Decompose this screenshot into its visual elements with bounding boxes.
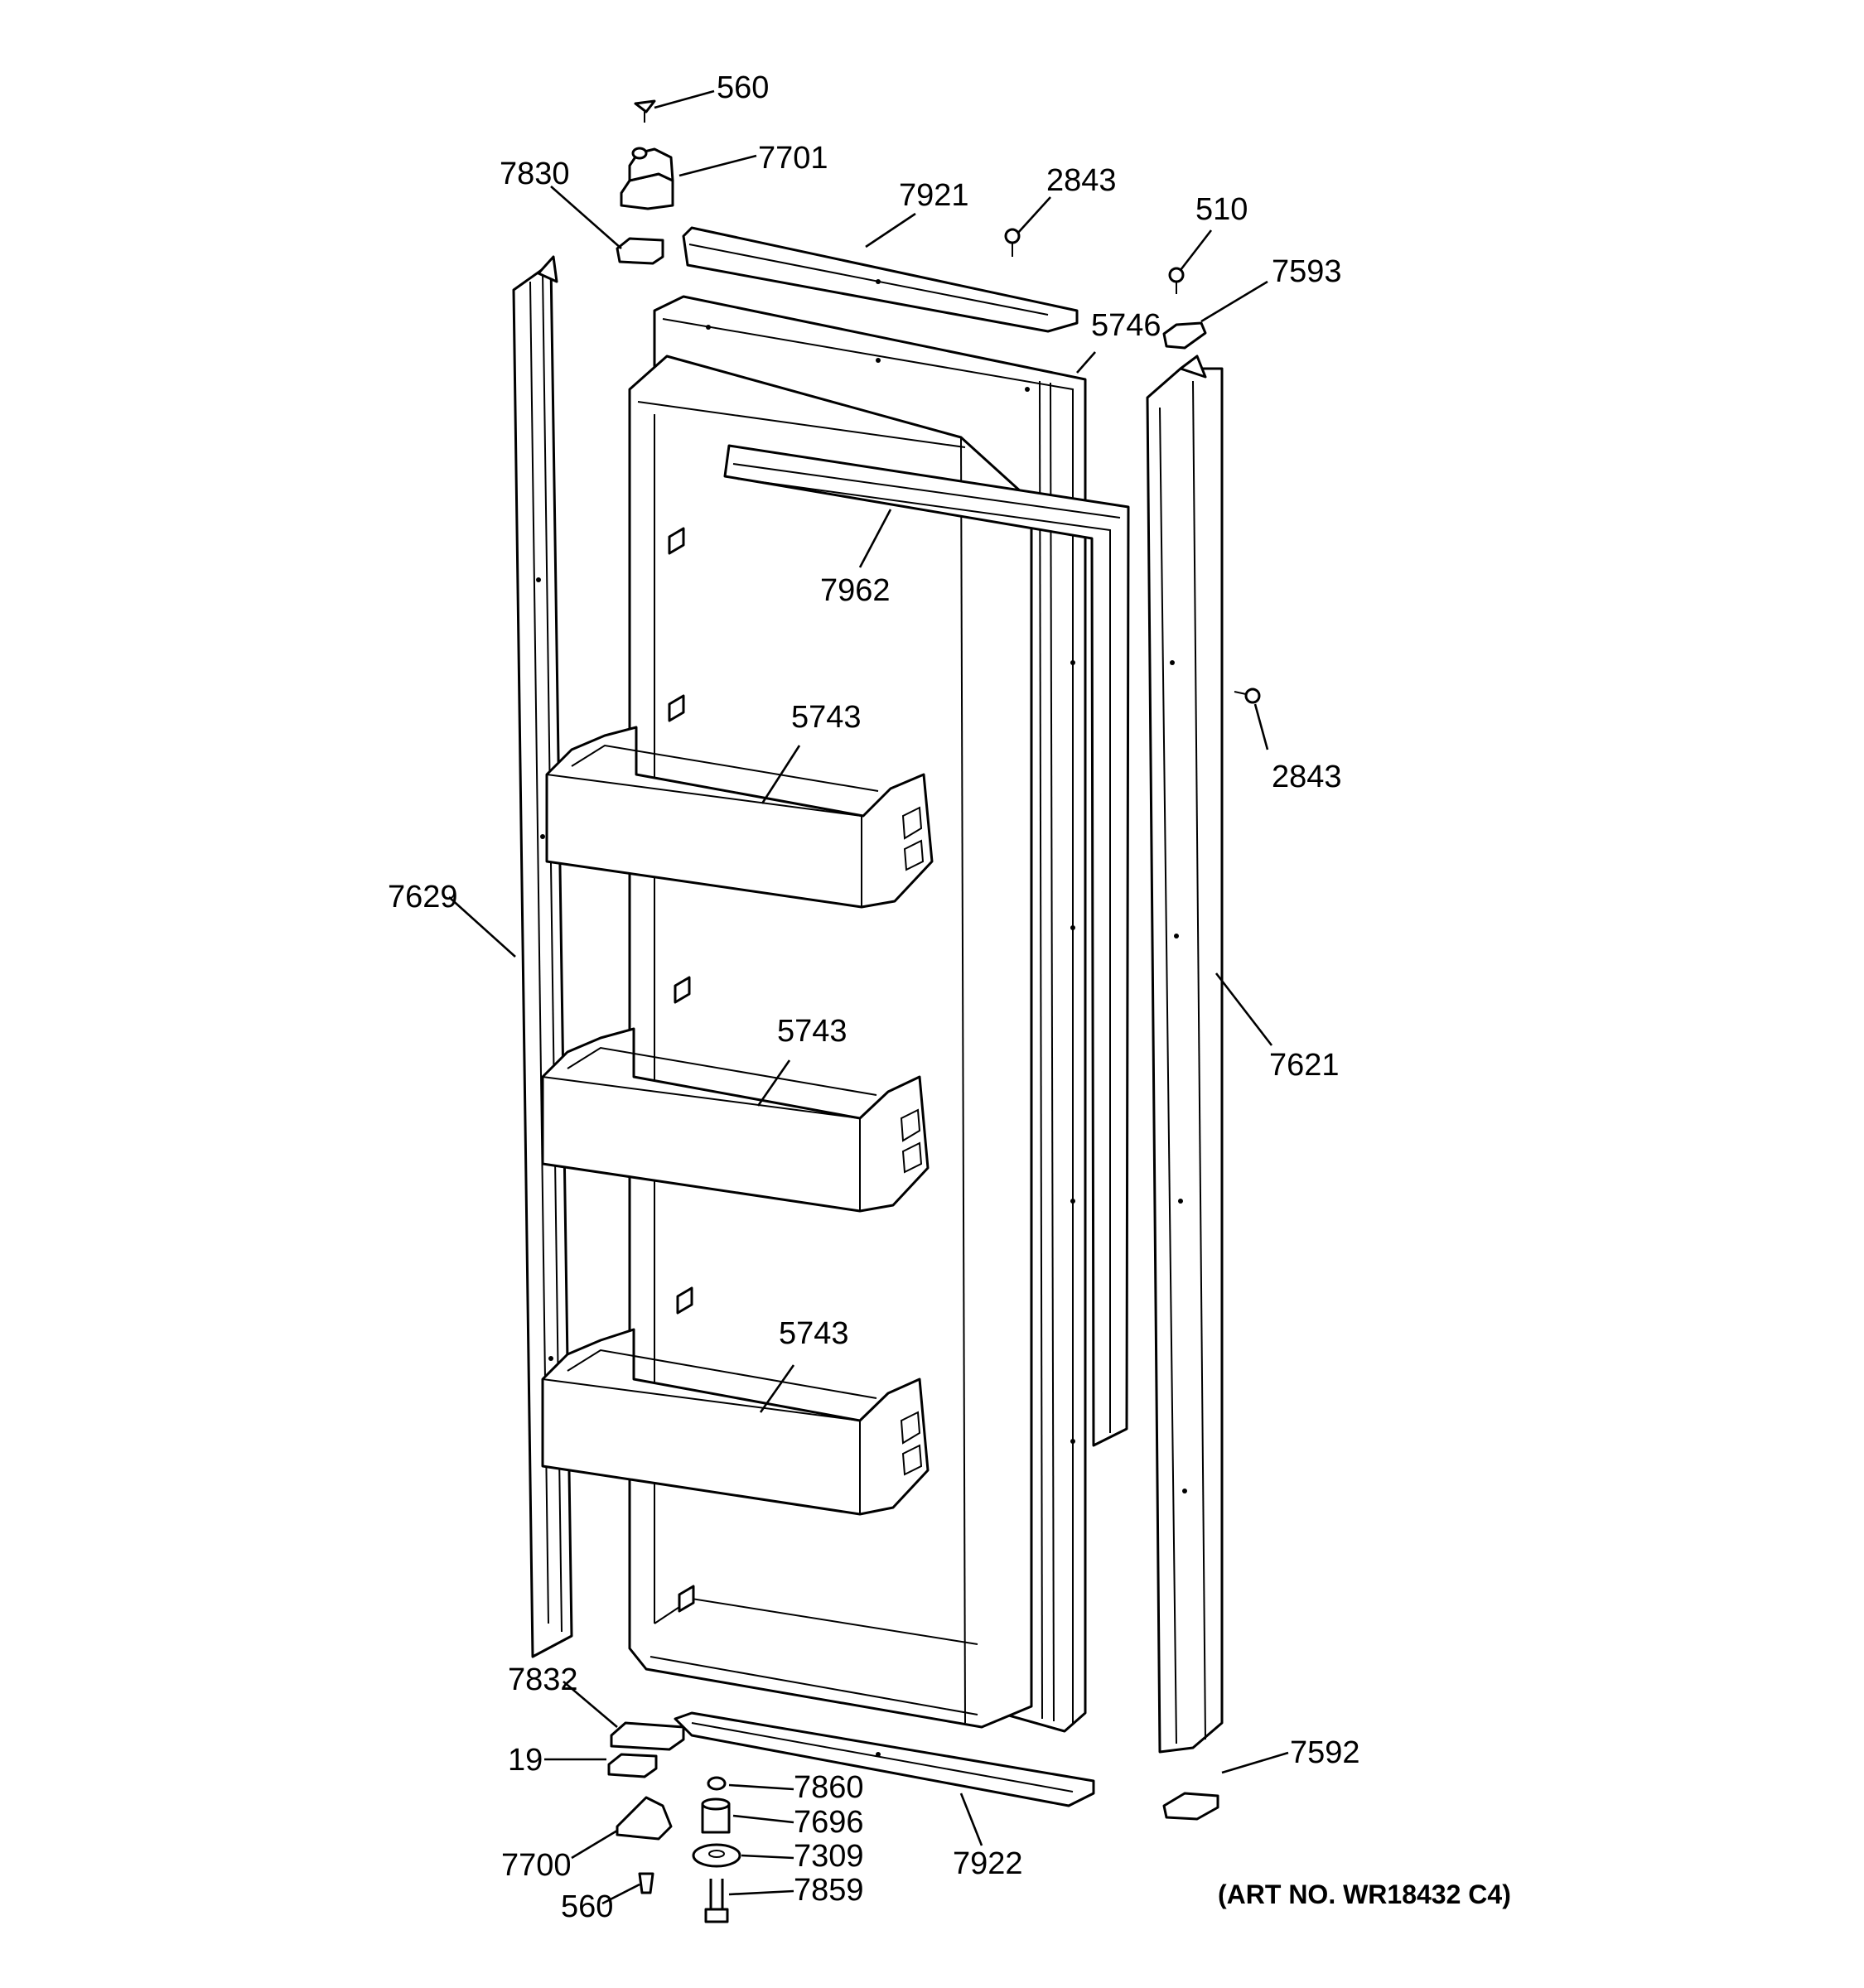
callout-560-top: 560	[717, 70, 769, 105]
art-number: (ART NO. WR18432 C4)	[1218, 1879, 1511, 1909]
door-gasket-7962	[723, 444, 1130, 1447]
callout-2843-top: 2843	[1046, 163, 1117, 198]
washer-7309	[692, 1843, 741, 1868]
hinge-7701	[620, 147, 674, 210]
right-door-trim-7621	[1146, 355, 1224, 1754]
washer-7860	[707, 1776, 727, 1791]
callout-labels: 560 7701 7830 7921 2843 510 7593 5746 79…	[388, 70, 1360, 1924]
top-channel-7921	[682, 226, 1079, 333]
callout-7832: 7832	[508, 1662, 578, 1697]
callout-7859: 7859	[794, 1873, 864, 1908]
leader-lines	[448, 89, 1289, 1905]
callout-7701: 7701	[758, 141, 828, 176]
callout-19: 19	[508, 1743, 543, 1778]
callout-7830: 7830	[500, 157, 570, 191]
shim-19	[607, 1753, 658, 1778]
callout-7921: 7921	[899, 178, 969, 213]
screw-2843-top	[1004, 228, 1021, 257]
callout-560-bottom: 560	[561, 1889, 613, 1924]
bracket-7592	[1162, 1792, 1219, 1821]
screw-510	[1168, 267, 1185, 294]
door-inner-liner	[628, 355, 1033, 1729]
callout-7629: 7629	[388, 880, 458, 914]
callout-7621: 7621	[1269, 1048, 1340, 1083]
door-bin-5743-middle	[541, 1027, 930, 1213]
shim-7830	[616, 237, 664, 265]
callout-7700: 7700	[501, 1848, 572, 1883]
callout-7962: 7962	[820, 573, 891, 608]
callout-2843-right: 2843	[1272, 760, 1342, 794]
callout-5743-middle: 5743	[777, 1014, 847, 1049]
bracket-7593	[1162, 321, 1207, 350]
door-bin-5743-bottom	[541, 1328, 930, 1516]
callout-5743-bottom: 5743	[779, 1316, 849, 1351]
callout-7309: 7309	[794, 1839, 864, 1874]
bolt-7859	[704, 1879, 729, 1923]
callout-7922: 7922	[953, 1846, 1023, 1881]
callout-7592: 7592	[1290, 1735, 1360, 1770]
callout-7593: 7593	[1272, 254, 1342, 289]
screw-560-top	[634, 99, 656, 123]
callout-5746: 5746	[1091, 308, 1161, 343]
callout-5743-top: 5743	[791, 700, 862, 735]
callout-7860: 7860	[794, 1770, 864, 1805]
spacer-7696	[701, 1797, 731, 1834]
door-bin-5743-top	[545, 726, 934, 909]
callout-510: 510	[1195, 192, 1248, 227]
screw-2843-right	[1234, 688, 1261, 704]
screw-560-bottom	[638, 1872, 654, 1894]
bottom-channel-7922	[674, 1711, 1095, 1807]
shim-7832	[610, 1721, 685, 1751]
hinge-7700	[616, 1796, 673, 1841]
callout-7696: 7696	[794, 1805, 864, 1840]
